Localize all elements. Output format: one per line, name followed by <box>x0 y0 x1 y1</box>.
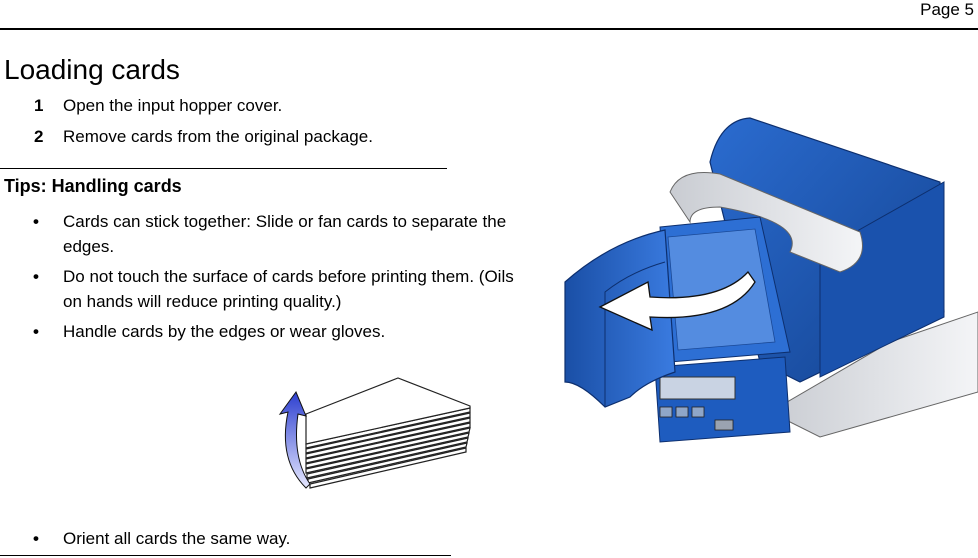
arrow-open-icon <box>598 270 756 332</box>
tip-text: Orient all cards the same way. <box>63 529 291 548</box>
steps-list: 1 Open the input hopper cover. 2 Remove … <box>0 96 520 158</box>
page-number: Page 5 <box>920 0 974 19</box>
step-item: 2 Remove cards from the original package… <box>0 127 520 158</box>
tip-text: Do not touch the surface of cards before… <box>63 267 514 311</box>
card-stack-icon <box>305 377 471 489</box>
step-item: 1 Open the input hopper cover. <box>0 96 520 127</box>
section-title: Loading cards <box>4 54 180 85</box>
bullet-icon: • <box>33 212 39 231</box>
tips-bottom-divider <box>0 555 451 556</box>
enter-button-icon <box>691 406 705 418</box>
step-text: Open the input hopper cover. <box>63 96 283 115</box>
tip-text: Handle cards by the edges or wear gloves… <box>63 322 386 341</box>
arrow-up-icon <box>278 390 311 489</box>
tips-top-divider <box>0 168 447 169</box>
step-number: 2 <box>34 127 44 146</box>
lcd-display <box>659 376 736 400</box>
printer-illustration <box>564 117 978 443</box>
power-button-icon <box>714 419 734 431</box>
printer-icon <box>564 117 978 443</box>
header-divider <box>0 28 978 30</box>
bullet-icon: • <box>33 267 39 286</box>
down-button-icon <box>659 406 673 418</box>
tips-heading: Tips: Handling cards <box>4 176 182 196</box>
card-stack-illustration <box>278 377 471 489</box>
step-text: Remove cards from the original package. <box>63 127 373 146</box>
step-number: 1 <box>34 96 44 115</box>
bullet-icon: • <box>33 322 39 341</box>
bullet-icon: • <box>33 529 39 548</box>
up-button-icon <box>675 406 689 418</box>
tip-text: Cards can stick together: Slide or fan c… <box>63 212 507 256</box>
